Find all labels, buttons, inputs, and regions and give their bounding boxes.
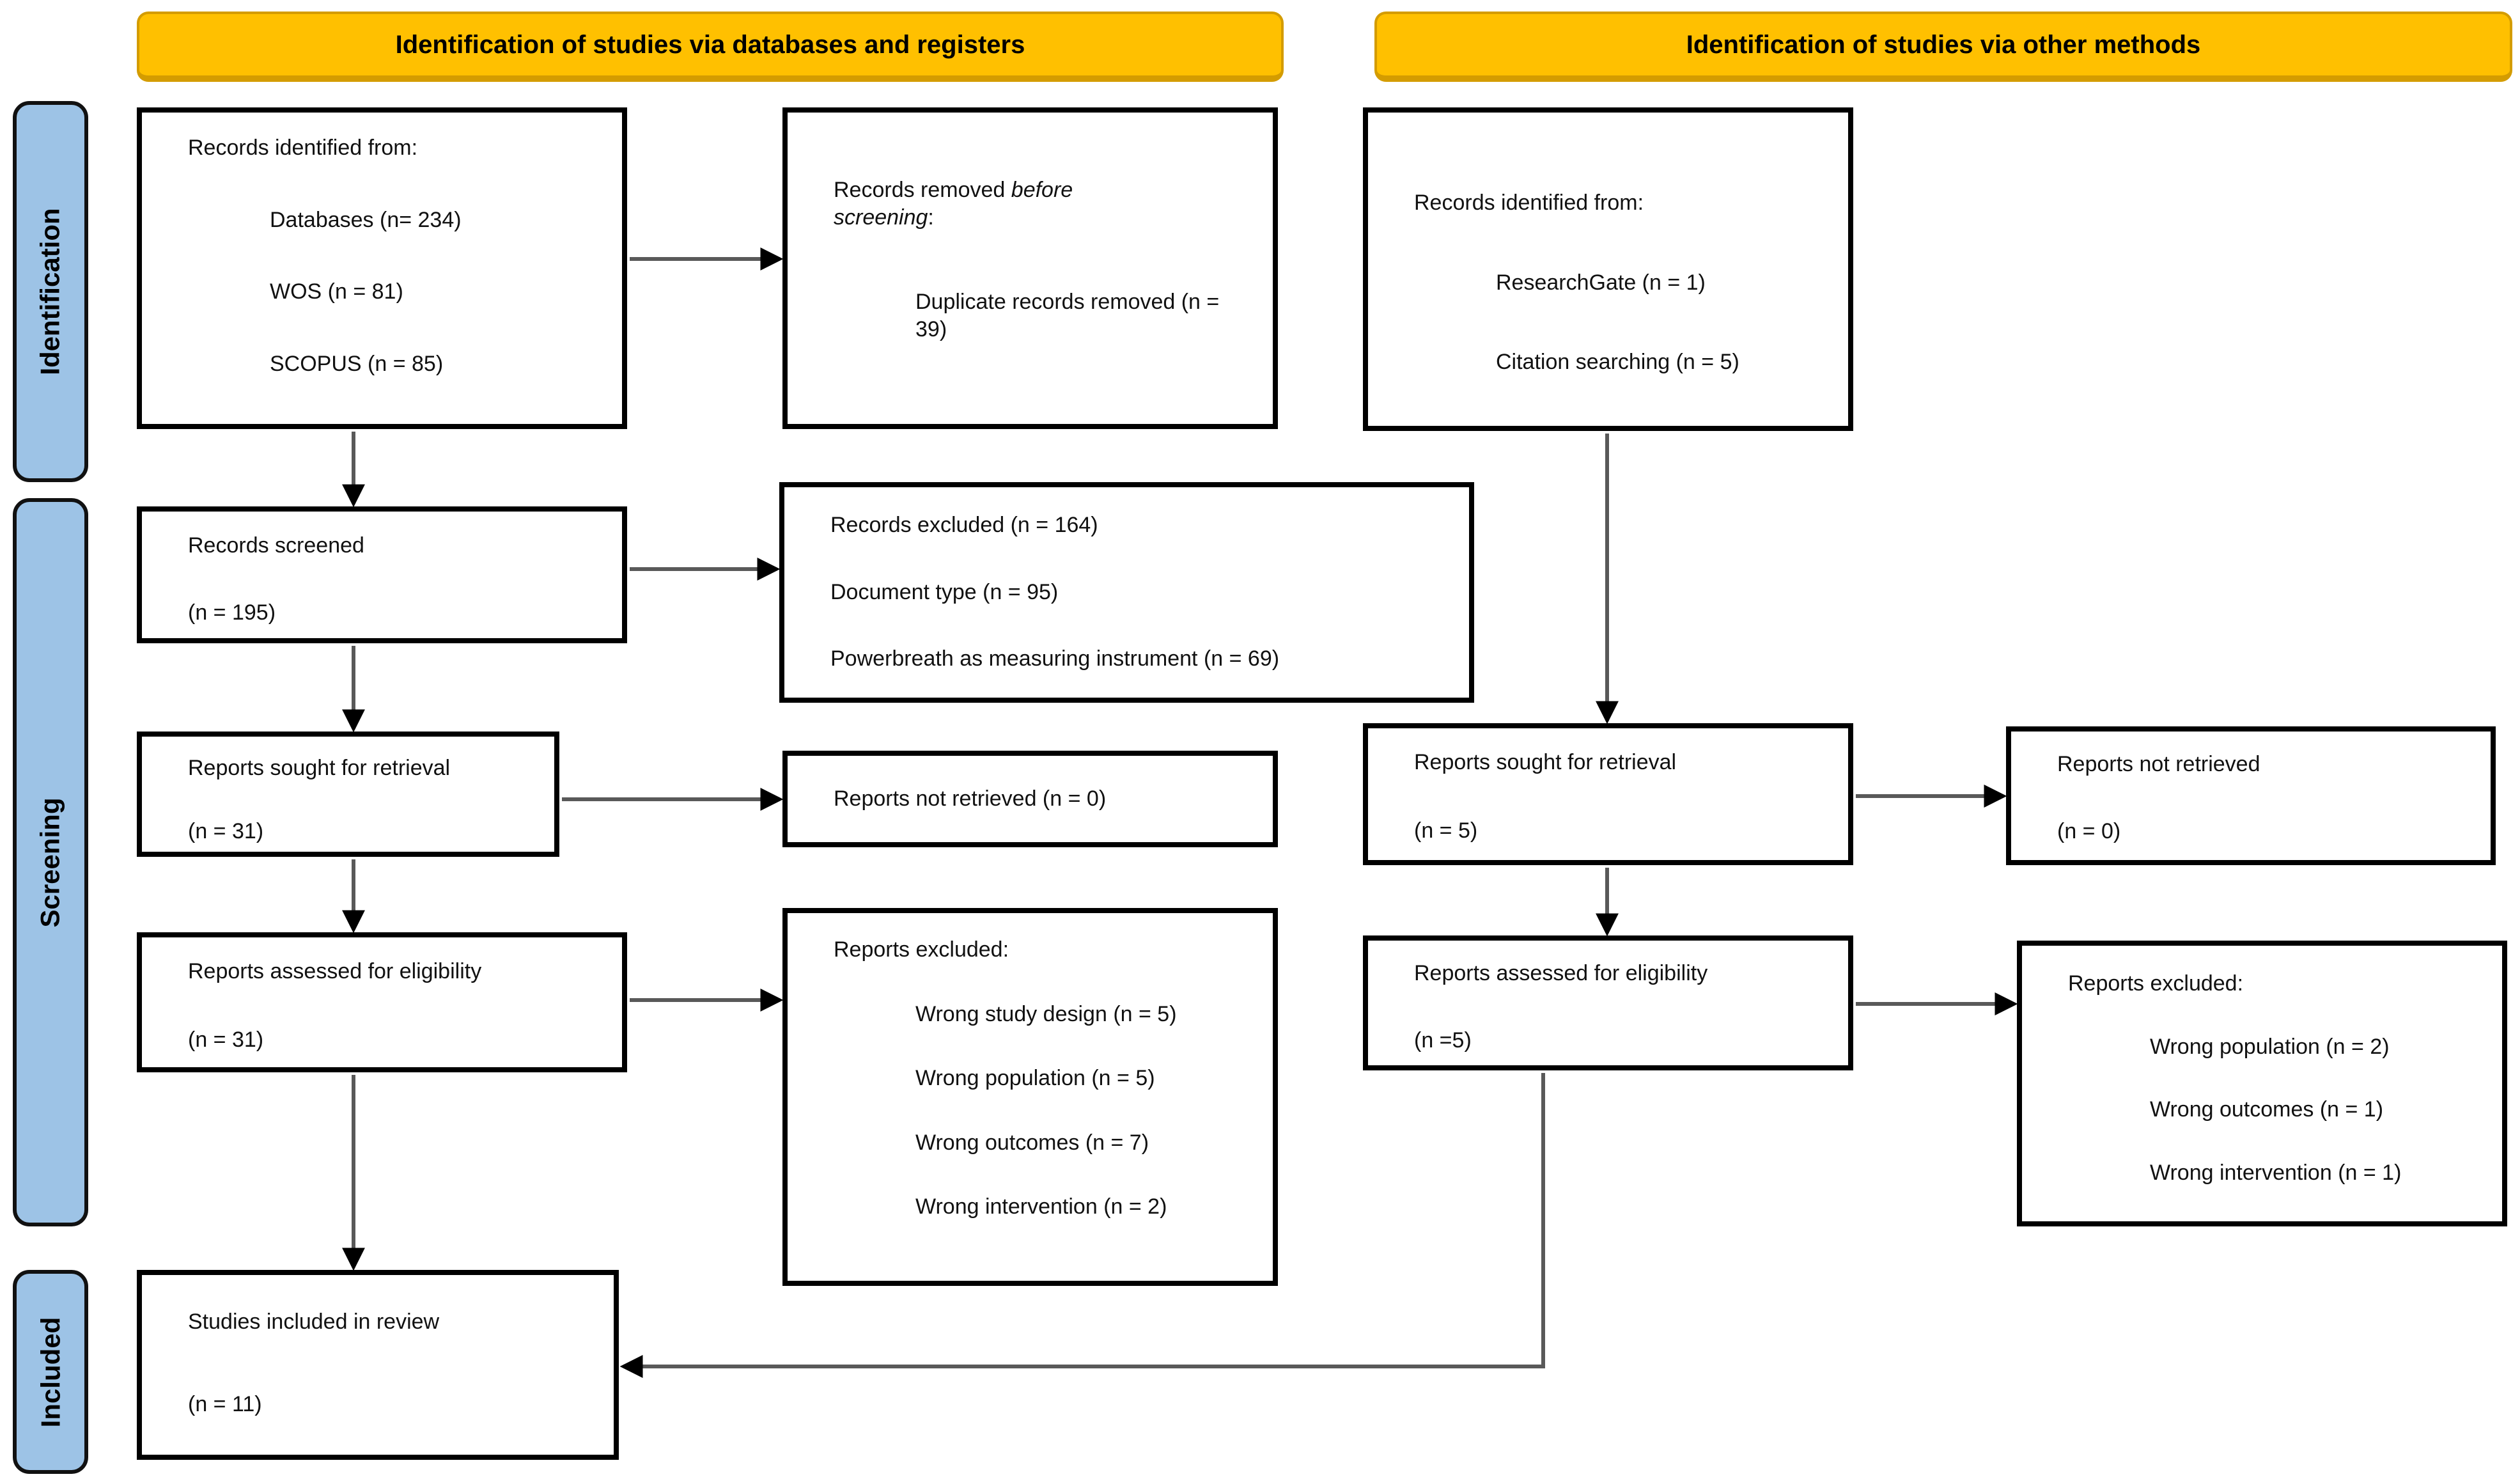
box-title: Records identified from: bbox=[1414, 191, 1644, 215]
box-item: Wrong intervention (n = 2) bbox=[915, 1194, 1167, 1219]
box-item: Wrong study design (n = 5) bbox=[915, 1001, 1177, 1026]
stage-identification: Identification bbox=[13, 101, 88, 482]
banner-other-methods: Identification of studies via other meth… bbox=[1374, 12, 2512, 82]
box-title: Reports sought for retrieval bbox=[188, 756, 451, 780]
box-item: Wrong population (n = 5) bbox=[915, 1066, 1155, 1090]
box-title: Reports excluded: bbox=[2068, 971, 2244, 996]
box-count: (n = 5) bbox=[1414, 818, 1478, 843]
box-item: SCOPUS (n = 85) bbox=[270, 351, 444, 376]
box-title: Reports assessed for eligibility bbox=[188, 959, 482, 983]
box-records-identified-other: Records identified from: ResearchGate (n… bbox=[1363, 107, 1853, 431]
box-item: Databases (n= 234) bbox=[270, 207, 462, 232]
box-records-identified-databases: Records identified from: Databases (n= 2… bbox=[137, 107, 627, 429]
box-records-screened: Records screened (n = 195) bbox=[137, 506, 627, 643]
banner-label: Identification of studies via databases … bbox=[395, 30, 1025, 59]
box-count: (n = 195) bbox=[188, 600, 276, 625]
stage-label: Included bbox=[35, 1317, 65, 1427]
italic-phrase: before screening bbox=[834, 178, 1073, 230]
box-records-removed-before-screening: Records removed before screening: Duplic… bbox=[782, 107, 1278, 429]
box-reports-excluded-other: Reports excluded: Wrong population (n = … bbox=[2017, 941, 2507, 1226]
banner-databases-registers: Identification of studies via databases … bbox=[137, 12, 1284, 82]
box-line: Powerbreath as measuring instrument (n =… bbox=[830, 646, 1280, 671]
box-title: Records screened bbox=[188, 533, 364, 558]
box-count: (n = 31) bbox=[188, 818, 264, 843]
box-records-excluded: Records excluded (n = 164) Document type… bbox=[779, 482, 1474, 703]
box-title: Records removed before screening: bbox=[834, 178, 1073, 230]
box-studies-included: Studies included in review (n = 11) bbox=[137, 1270, 619, 1460]
box-title: Records identified from: bbox=[188, 136, 418, 160]
box-item: Wrong outcomes (n = 7) bbox=[915, 1130, 1149, 1155]
box-item: Duplicate records removed (n = 39) bbox=[915, 290, 1220, 341]
box-line: Reports not retrieved (n = 0) bbox=[834, 786, 1107, 811]
box-item: Wrong outcomes (n = 1) bbox=[2150, 1097, 2384, 1122]
box-line: Document type (n = 95) bbox=[830, 579, 1059, 604]
box-reports-excluded: Reports excluded: Wrong study design (n … bbox=[782, 908, 1278, 1286]
box-count: (n = 0) bbox=[2057, 818, 2121, 843]
stage-included: Included bbox=[13, 1270, 88, 1474]
box-title: Reports excluded: bbox=[834, 937, 1009, 962]
box-reports-assessed-other: Reports assessed for eligibility (n =5) bbox=[1363, 935, 1853, 1070]
arrow-other-assessed-to-included bbox=[619, 1073, 1545, 1378]
box-reports-sought: Reports sought for retrieval (n = 31) bbox=[137, 732, 559, 857]
box-count: (n = 11) bbox=[188, 1391, 262, 1416]
box-title: Studies included in review bbox=[188, 1310, 440, 1334]
box-item: Citation searching (n = 5) bbox=[1496, 350, 1739, 374]
stage-label: Identification bbox=[35, 208, 65, 375]
box-title: Reports assessed for eligibility bbox=[1414, 961, 1708, 985]
box-title: Reports sought for retrieval bbox=[1414, 750, 1677, 774]
box-item: Wrong population (n = 2) bbox=[2150, 1034, 2390, 1059]
box-line: Records excluded (n = 164) bbox=[830, 513, 1098, 537]
banner-label: Identification of studies via other meth… bbox=[1686, 30, 2201, 59]
box-item: WOS (n = 81) bbox=[270, 279, 403, 304]
box-title: Reports not retrieved bbox=[2057, 752, 2260, 776]
box-count: (n = 31) bbox=[188, 1027, 264, 1052]
box-item: Wrong intervention (n = 1) bbox=[2150, 1160, 2402, 1185]
box-reports-sought-other: Reports sought for retrieval (n = 5) bbox=[1363, 723, 1853, 865]
stage-label: Screening bbox=[35, 797, 66, 928]
stage-screening: Screening bbox=[13, 498, 88, 1226]
box-count: (n =5) bbox=[1414, 1028, 1472, 1053]
box-reports-not-retrieved: Reports not retrieved (n = 0) bbox=[782, 751, 1278, 847]
box-reports-not-retrieved-other: Reports not retrieved (n = 0) bbox=[2006, 726, 2496, 865]
box-item: ResearchGate (n = 1) bbox=[1496, 270, 1706, 295]
box-reports-assessed: Reports assessed for eligibility (n = 31… bbox=[137, 932, 627, 1072]
